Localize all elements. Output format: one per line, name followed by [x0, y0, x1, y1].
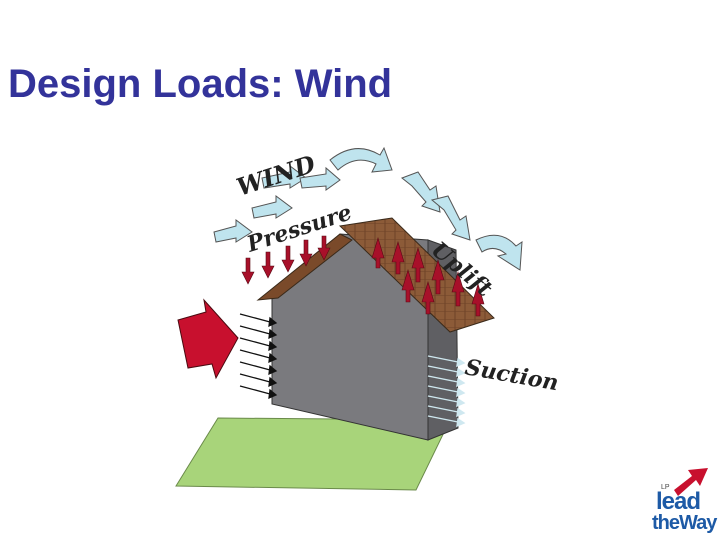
wind-arrow [251, 195, 293, 219]
uplift-arrow [411, 246, 425, 283]
uplift-arrow [401, 268, 415, 303]
windward-pressure-lines [239, 313, 278, 400]
pressure-arrow [281, 245, 295, 273]
uplift-arrow [391, 240, 405, 275]
wind-label: WIND [233, 149, 319, 202]
wind-arrow [261, 165, 307, 189]
pressure-arrow [299, 239, 313, 267]
wind-arrow [329, 146, 393, 173]
wind-arrow [430, 195, 471, 241]
uplift-arrows [371, 236, 485, 317]
pressure-arrow [241, 257, 255, 285]
logo-text-bottom: theWay [652, 512, 717, 534]
pressure-arrow [317, 235, 331, 261]
windward-arrow [177, 298, 239, 380]
logo-brand: LP [661, 484, 670, 491]
uplift-arrow [421, 280, 435, 315]
uplift-arrow [431, 258, 445, 295]
slide-title: Design Loads: Wind [8, 62, 393, 106]
suction-label: Suction [463, 354, 561, 396]
wind-flow-arrows [213, 146, 523, 271]
pressure-arrows [241, 235, 331, 285]
logo-arrow-icon [674, 468, 708, 496]
uplift-arrow [451, 270, 465, 307]
wind-arrow [299, 166, 341, 191]
uplift-arrow [371, 236, 385, 269]
pressure-arrow [261, 251, 275, 279]
wind-arrow [401, 171, 441, 213]
uplift-arrow [471, 282, 485, 317]
lead-the-way-logo [674, 468, 708, 496]
logo-text-top: lead [656, 488, 701, 515]
wind-arrow [475, 234, 523, 271]
suction-lines [427, 355, 466, 428]
wind-arrow [213, 219, 253, 243]
